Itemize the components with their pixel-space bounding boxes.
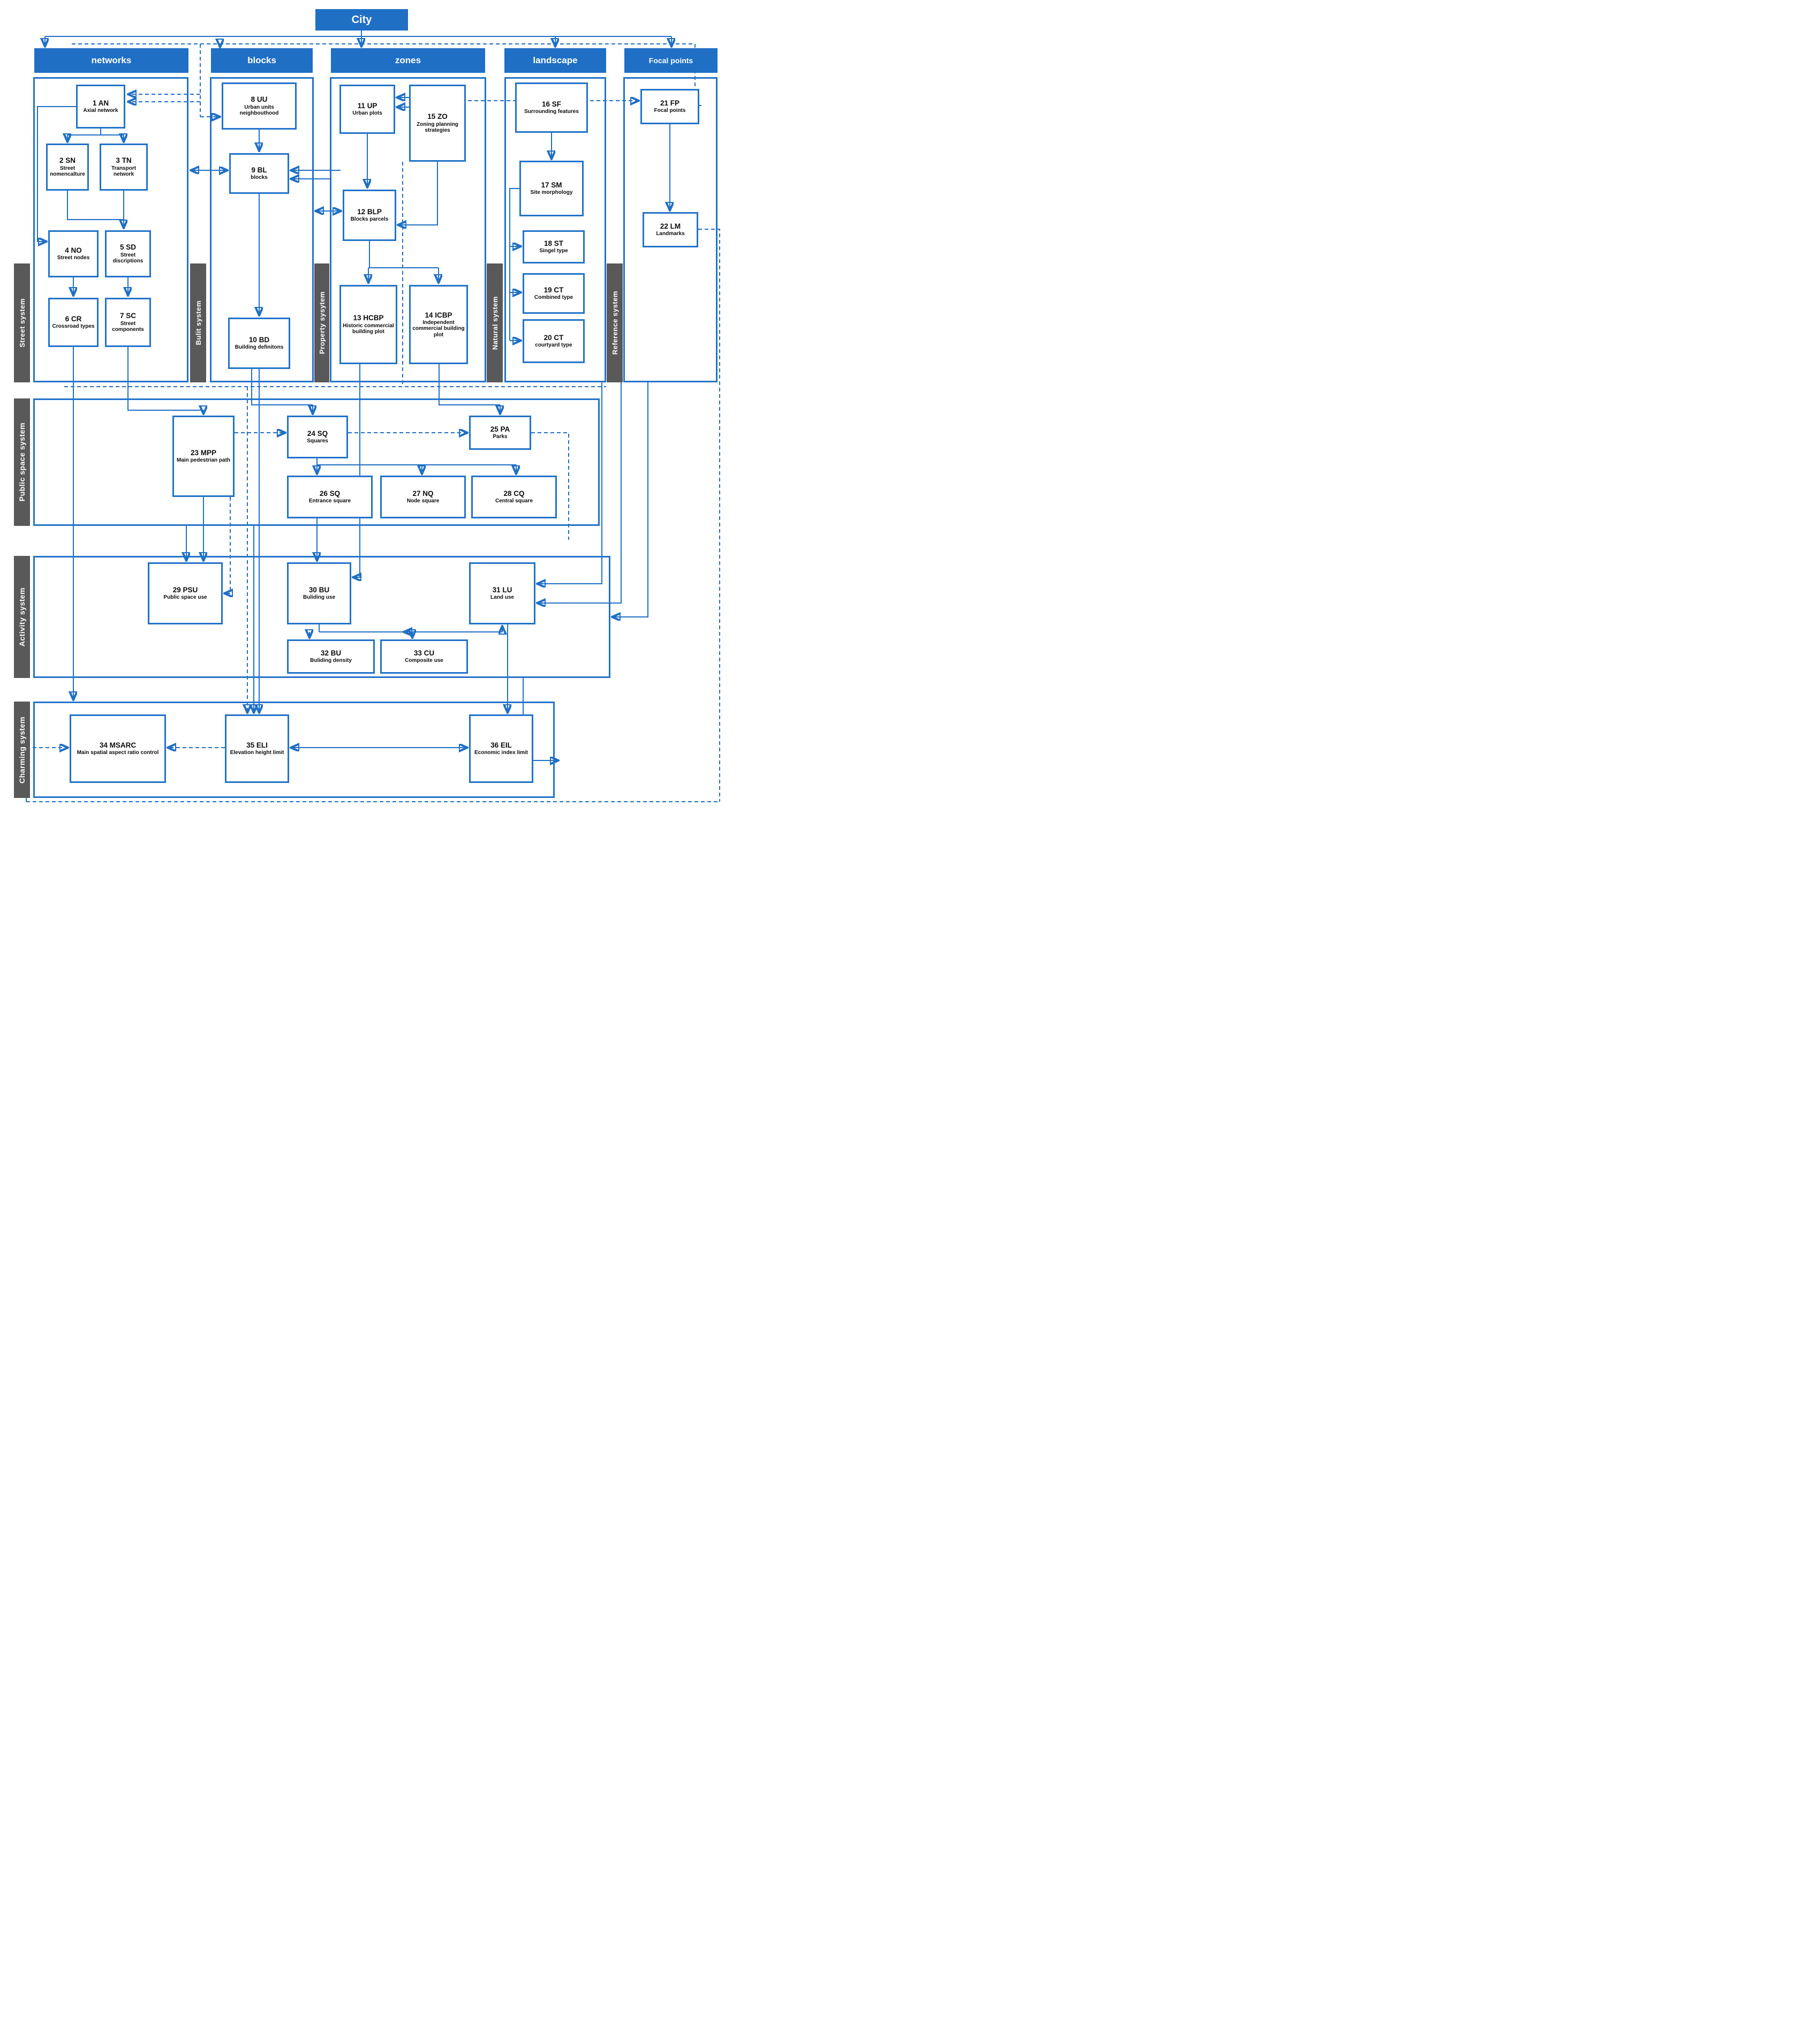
header-blocks: blocks xyxy=(211,48,313,73)
header-blocks-label: blocks xyxy=(247,55,276,65)
diagram-canvas: City networks blocks zones landscape Foc… xyxy=(0,0,728,817)
column-frame-focal xyxy=(623,77,718,382)
header-focal-points-label: Focal points xyxy=(648,56,693,65)
band-frame-public-space xyxy=(33,398,600,526)
side-label-natural-system: Natural system xyxy=(487,263,503,382)
header-landscape: landscape xyxy=(504,48,606,73)
column-frame-zones xyxy=(330,77,486,382)
header-zones: zones xyxy=(331,48,485,73)
root-node-label: City xyxy=(351,13,372,26)
side-label-street-system: Street system xyxy=(14,263,30,382)
band-frame-activity xyxy=(33,556,610,678)
side-label-property-system: Property sysytem xyxy=(314,263,329,382)
side-label-charming-system: Charming system xyxy=(14,702,30,798)
root-node-city: City xyxy=(315,9,408,31)
column-frame-blocks xyxy=(210,77,314,382)
connector-lines xyxy=(26,31,720,802)
header-networks-label: networks xyxy=(91,55,132,65)
column-frame-landscape xyxy=(504,77,606,382)
side-label-public-space-system: Public space system xyxy=(14,398,30,526)
header-focal-points: Focal points xyxy=(624,48,718,73)
column-frame-networks xyxy=(33,77,188,382)
header-landscape-label: landscape xyxy=(533,55,578,65)
header-networks: networks xyxy=(34,48,188,73)
side-label-activity-system: Activity system xyxy=(14,556,30,678)
side-label-reference-system: Reference system xyxy=(607,263,623,382)
header-zones-label: zones xyxy=(395,55,421,65)
side-label-bulit-system: Bulit system xyxy=(190,263,206,382)
band-frame-charming xyxy=(33,702,555,798)
